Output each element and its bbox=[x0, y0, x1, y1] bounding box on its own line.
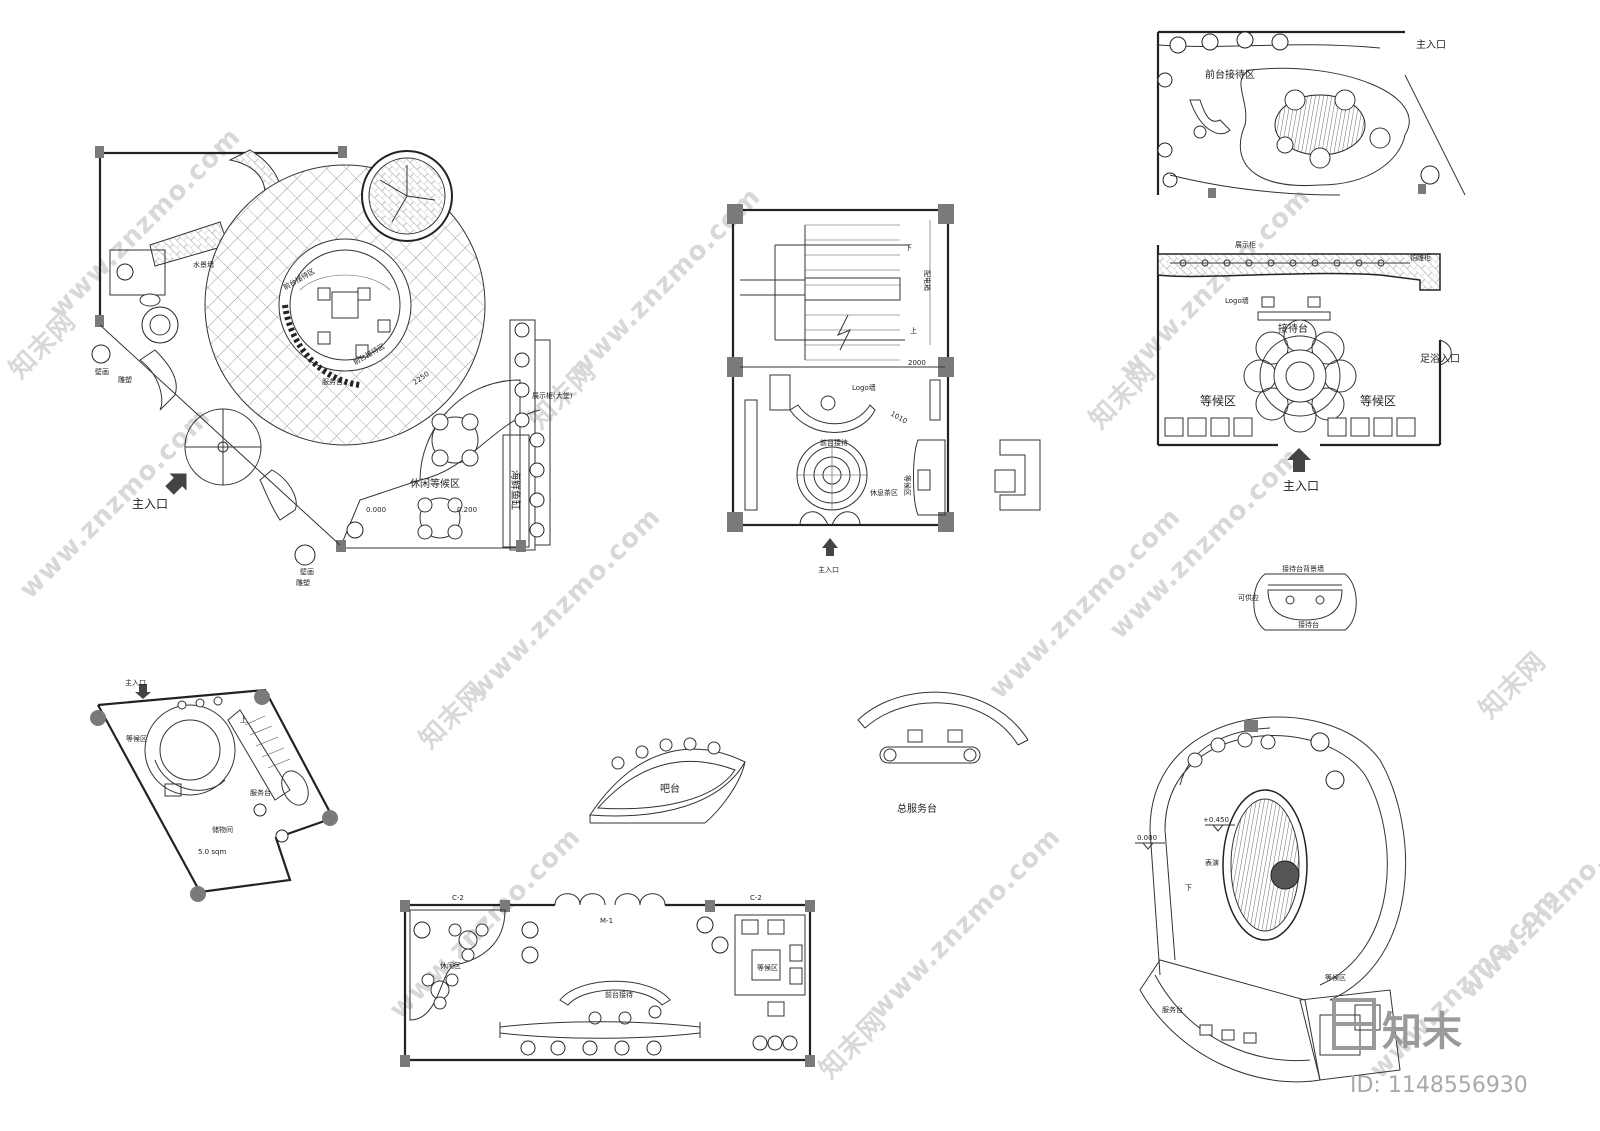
plan-e-reception-counter: 接待台背景墙 接待台 可供应 bbox=[1238, 564, 1357, 631]
plan-b-stair-label: 配电箱 bbox=[923, 270, 932, 291]
plan-a-aquarium: 海鲜鱼缸 bbox=[509, 470, 522, 510]
plan-d-foot-spa-reception: 展示柜 Logo墙 接待台 等候区 等候区 足浴入口 主入口 铜雕柜 bbox=[1156, 240, 1460, 493]
flower-reception bbox=[1243, 319, 1357, 433]
plan-i-lounge: 休闲区 bbox=[440, 961, 461, 970]
plan-d-logo-wall: Logo墙 bbox=[1225, 296, 1249, 305]
plan-b-front-desk: 前台接待 bbox=[820, 438, 848, 447]
watermark-site: www.znzmo.com bbox=[384, 822, 587, 1025]
plan-e-title: 接待台 bbox=[1298, 620, 1319, 629]
plan-b-rest: 休息茶区 bbox=[870, 488, 898, 497]
plan-c-front-desk: 前台接待区 bbox=[1205, 68, 1255, 81]
watermark-site: www.znzmo.com bbox=[464, 502, 667, 705]
plan-i-c2-left: C-2 bbox=[452, 894, 464, 902]
plan-b-logo-wall: Logo墙 bbox=[852, 383, 876, 392]
plan-b-dim-2: 1010 bbox=[889, 410, 908, 426]
plan-d-main-entrance: 主入口 bbox=[1283, 479, 1319, 493]
plan-j-curved-hall: 0.000 +0.450 表演 等候区 服务台 下 bbox=[1135, 716, 1407, 1083]
plan-j-service: 服务台 bbox=[1162, 1005, 1183, 1014]
plan-b-main-entrance: 主入口 bbox=[818, 565, 839, 574]
watermark-logo: 知末网 bbox=[4, 306, 82, 384]
plan-d-foot-entrance: 足浴入口 bbox=[1420, 353, 1460, 365]
plan-a-lounge: 休闲等候区 bbox=[410, 477, 460, 490]
plan-g-bar: 吧台 bbox=[660, 782, 680, 795]
plan-a-level-0: 0.000 bbox=[366, 506, 386, 514]
plan-a-level-1: 0.200 bbox=[457, 506, 477, 514]
watermark-logo: 知末网 bbox=[414, 676, 492, 754]
plan-a-sign-2: 雕塑 bbox=[118, 375, 132, 384]
plan-b-dim: 2000 bbox=[908, 359, 926, 367]
plan-a-sign-5: 展示柜(大堂) bbox=[532, 391, 573, 400]
plan-i-m1: M-1 bbox=[600, 917, 613, 925]
plan-a-sign-1: 水景墙 bbox=[193, 260, 214, 269]
plan-h-service-desk: 总服务台 bbox=[857, 691, 1029, 815]
plan-i-rectangular-lobby: C-2 C-2 M-1 前台接待 等候区 休闲区 bbox=[400, 893, 815, 1067]
plan-i-waiting: 等候区 bbox=[757, 963, 778, 972]
plan-f-up: 上 bbox=[240, 715, 247, 724]
plan-a-main-entrance: 主入口 bbox=[132, 497, 168, 511]
plan-f-bottom-label: 储物间 bbox=[212, 825, 233, 834]
plan-b-down: 下 bbox=[905, 244, 912, 252]
brand-id: ID: 1148556930 bbox=[1350, 1073, 1528, 1098]
plan-d-waiting-right: 等候区 bbox=[1360, 394, 1396, 408]
plan-c-main-entrance: 主入口 bbox=[1416, 39, 1446, 51]
brand-mark: 知末 ID: 1148556930 bbox=[1332, 998, 1528, 1098]
plan-b-stair-lobby: 主入口 Logo墙 上 下 2000 前台接待 等候区 休息茶区 1010 配电… bbox=[727, 204, 1041, 574]
plan-a-sign-6: 壁画 bbox=[95, 367, 109, 376]
watermark-site: www.znzmo.com bbox=[864, 822, 1067, 1025]
plan-j-level-1: +0.450 bbox=[1203, 816, 1229, 824]
plan-a-circular-lobby: 主入口 前台接待区 前台接待区 休闲等候区 海鲜鱼缸 0.000 0.200 水… bbox=[91, 146, 573, 587]
plan-i-front-desk: 前台接待 bbox=[605, 990, 633, 999]
plan-f-right-label: 服务台 bbox=[250, 788, 271, 797]
brand-logo-icon bbox=[1332, 998, 1376, 1050]
brand-name: 知末 bbox=[1382, 1009, 1462, 1055]
watermark-logo: 知末网 bbox=[814, 1006, 892, 1084]
plan-f-small-lobby: 主入口 5.0 sqm 上 等候区 服务台 储物间 bbox=[90, 678, 338, 902]
plan-b-waiting: 等候区 bbox=[903, 475, 912, 496]
plan-j-stage: 表演 bbox=[1205, 858, 1219, 867]
plan-e-top: 接待台背景墙 bbox=[1282, 564, 1324, 573]
plan-a-sign-7: 壁画 bbox=[300, 567, 314, 576]
watermark-site: www.znzmo.com bbox=[14, 402, 217, 605]
plan-f-area: 5.0 sqm bbox=[198, 848, 226, 856]
watermark-logo: 知末网 bbox=[1474, 646, 1552, 724]
plan-j-down: 下 bbox=[1185, 884, 1192, 892]
plan-b-up: 上 bbox=[910, 326, 917, 335]
plan-d-display: 展示柜 bbox=[1235, 240, 1256, 249]
plan-f-main-entrance: 主入口 bbox=[125, 678, 146, 687]
plan-d-waiting-left: 等候区 bbox=[1200, 394, 1236, 408]
plan-h-title: 总服务台 bbox=[897, 802, 937, 815]
plan-d-reception: 接待台 bbox=[1278, 322, 1308, 335]
plan-f-left-label: 等候区 bbox=[126, 734, 147, 743]
plan-a-sign-3: 雕塑 bbox=[296, 578, 310, 587]
plan-j-level-0: 0.000 bbox=[1137, 834, 1157, 842]
plan-a-sign-4: 服务台 bbox=[322, 377, 343, 386]
plan-g-bar-counter: 吧台 bbox=[589, 737, 746, 824]
plan-d-right-label: 铜雕柜 bbox=[1410, 253, 1431, 262]
plan-i-c2-right: C-2 bbox=[750, 894, 762, 902]
plan-e-left: 可供应 bbox=[1238, 593, 1259, 602]
plan-c-garden-reception: 主入口 前台接待区 bbox=[1156, 30, 1466, 198]
plan-j-waiting: 等候区 bbox=[1325, 973, 1346, 982]
